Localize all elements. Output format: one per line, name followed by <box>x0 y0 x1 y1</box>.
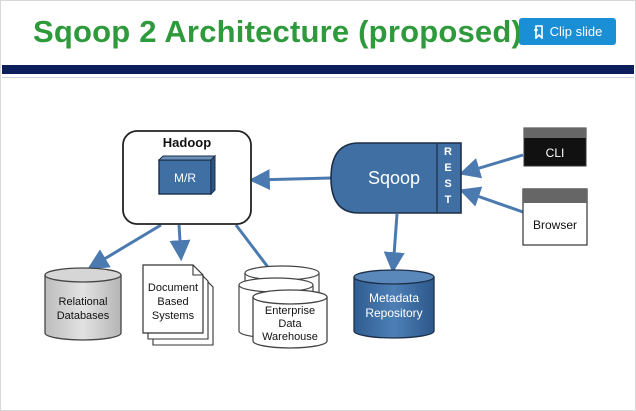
relational-line-2: Databases <box>57 310 110 322</box>
rest-letter-t: T <box>445 194 452 206</box>
warehouse-line-3: Warehouse <box>262 331 318 343</box>
rest-letter-r: R <box>444 146 452 158</box>
arrow-browser-to-sqoop <box>459 186 524 214</box>
hadoop-node: Hadoop M/R <box>122 130 252 225</box>
sqoop-node: Sqoop R E S T <box>330 142 462 214</box>
document-systems-stack: Document Based Systems <box>142 264 214 346</box>
relational-line-1: Relational <box>59 296 108 308</box>
metadata-repository-cylinder: Metadata Repository <box>353 269 435 339</box>
arrow-sqoop-to-metadata <box>383 213 405 274</box>
data-warehouse-cylinders: Enterprise Data Warehouse <box>238 265 328 349</box>
arrow-cli-to-sqoop <box>458 153 524 179</box>
hadoop-title: Hadoop <box>163 135 211 150</box>
title-underline-rule <box>2 77 634 78</box>
cli-window: CLI <box>523 127 587 167</box>
mapreduce-label: M/R <box>174 171 196 185</box>
clip-slide-button[interactable]: Clip slide <box>519 18 616 45</box>
document-line-2: Based <box>157 296 188 308</box>
clip-slide-label: Clip slide <box>549 24 603 39</box>
arrow-sqoop-to-hadoop <box>248 169 332 191</box>
document-line-1: Document <box>148 282 198 294</box>
title-underline-bar <box>2 65 634 74</box>
sqoop-label: Sqoop <box>368 168 420 188</box>
metadata-line-2: Repository <box>365 306 422 320</box>
browser-window: Browser <box>522 188 588 246</box>
metadata-line-1: Metadata <box>369 291 419 305</box>
warehouse-line-1: Enterprise <box>265 305 315 317</box>
slide-title: Sqoop 2 Architecture (proposed) <box>33 14 523 49</box>
arrow-hadoop-to-relational <box>87 223 162 270</box>
browser-label: Browser <box>533 218 577 232</box>
document-line-3: Systems <box>152 310 195 322</box>
rest-letter-e: E <box>444 162 451 174</box>
warehouse-line-2: Data <box>278 318 302 330</box>
clip-icon <box>533 24 545 39</box>
relational-databases-cylinder: Relational Databases <box>44 267 122 341</box>
rest-letter-s: S <box>444 178 451 190</box>
arrow-hadoop-to-document <box>169 224 191 262</box>
cli-label: CLI <box>546 146 565 160</box>
